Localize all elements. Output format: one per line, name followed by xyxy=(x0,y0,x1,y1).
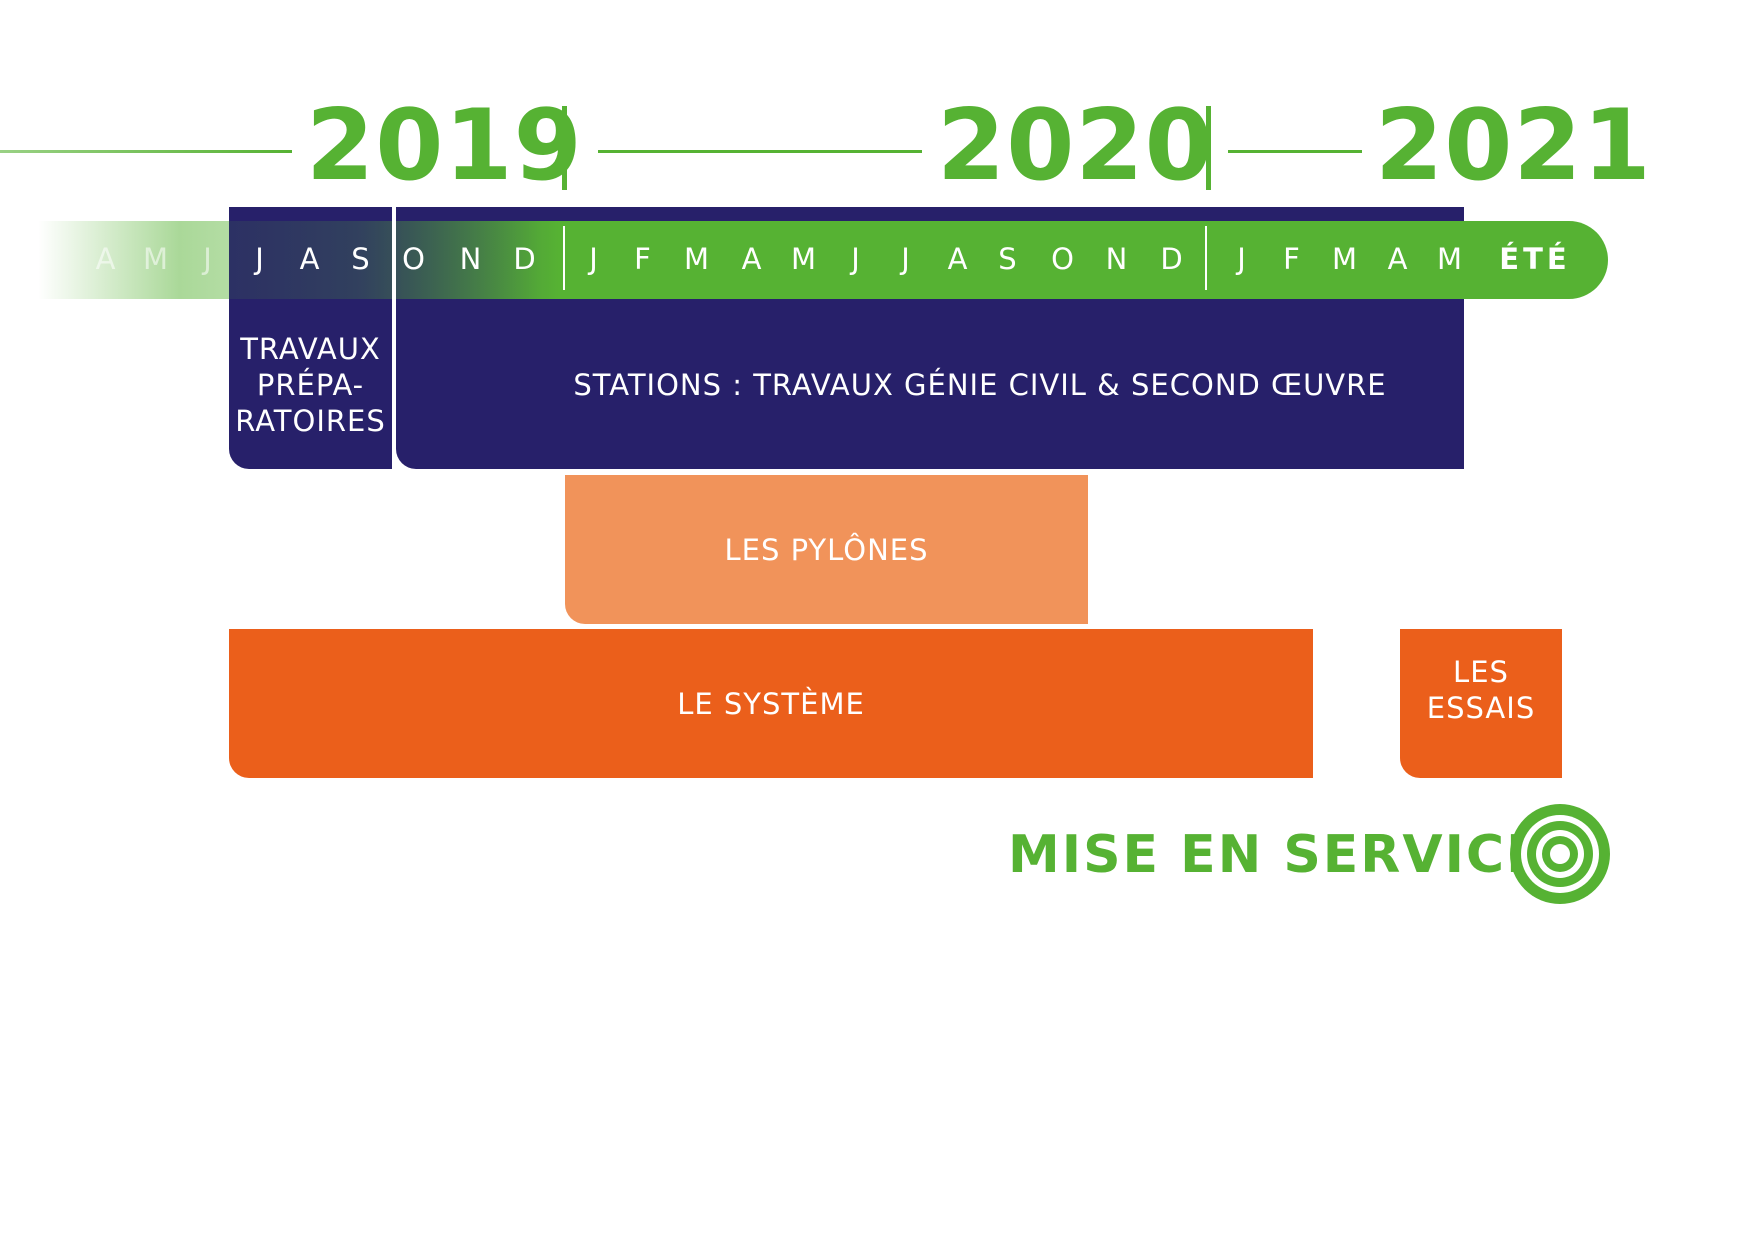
target-icon xyxy=(1510,804,1610,904)
month-label: D xyxy=(513,242,537,276)
bar-label-line: ESSAIS xyxy=(1426,690,1536,725)
year-line-right xyxy=(1228,150,1362,153)
month-label: N xyxy=(1105,242,1129,276)
month-label: F xyxy=(634,242,652,276)
band-divider-2020 xyxy=(1205,226,1207,290)
month-label: J xyxy=(255,242,265,276)
month-label: J xyxy=(901,242,911,276)
month-label: A xyxy=(95,242,117,276)
month-label: M xyxy=(790,242,818,276)
bar-separator xyxy=(392,207,396,469)
month-label: M xyxy=(683,242,711,276)
month-label: N xyxy=(459,242,483,276)
month-label: A xyxy=(1387,242,1409,276)
month-label: S xyxy=(351,242,371,276)
month-label: J xyxy=(589,242,599,276)
month-label: M xyxy=(1436,242,1464,276)
year-2021: 2021 xyxy=(1375,89,1652,203)
year-2019: 2019 xyxy=(306,89,583,203)
bar-label-stations: STATIONS : TRAVAUX GÉNIE CIVIL & SECOND … xyxy=(496,300,1464,469)
bar-label-travaux-preparatoires: TRAVAUX PRÉPA- RATOIRES xyxy=(229,300,392,469)
month-label: J xyxy=(203,242,213,276)
month-label: J xyxy=(851,242,861,276)
month-label: O xyxy=(1051,242,1075,276)
year-divider-2019 xyxy=(562,106,567,190)
bar-label-line: RATOIRES xyxy=(235,403,386,438)
month-label: J xyxy=(1237,242,1247,276)
year-2020: 2020 xyxy=(937,89,1214,203)
month-label: F xyxy=(1283,242,1301,276)
bar-essais: LES ESSAIS xyxy=(1400,629,1562,778)
month-label: A xyxy=(947,242,969,276)
bar-label-line: LES PYLÔNES xyxy=(724,532,929,567)
summer-label: ÉTÉ xyxy=(1499,242,1571,276)
month-label: O xyxy=(402,242,426,276)
target-center xyxy=(1550,844,1570,864)
bar-label-line: TRAVAUX xyxy=(240,331,381,366)
month-label: M xyxy=(1331,242,1359,276)
bar-pylones: LES PYLÔNES xyxy=(565,475,1088,624)
month-label: D xyxy=(1160,242,1184,276)
year-line-left xyxy=(0,150,292,153)
bar-label-line: STATIONS : TRAVAUX GÉNIE CIVIL & SECOND … xyxy=(573,367,1387,402)
year-divider-2020 xyxy=(1206,106,1211,190)
bar-label-line: PRÉPA- xyxy=(256,367,365,402)
month-label: A xyxy=(741,242,763,276)
band-divider-2019 xyxy=(563,226,565,290)
milestone-label: MISE EN SERVICE xyxy=(1008,825,1544,885)
month-label: A xyxy=(299,242,321,276)
year-line-middle xyxy=(598,150,922,153)
bar-label-line: LES xyxy=(1453,654,1509,689)
month-label: M xyxy=(142,242,170,276)
bar-label-line: LE SYSTÈME xyxy=(677,686,865,721)
month-label: S xyxy=(998,242,1018,276)
bar-systeme: LE SYSTÈME xyxy=(229,629,1313,778)
